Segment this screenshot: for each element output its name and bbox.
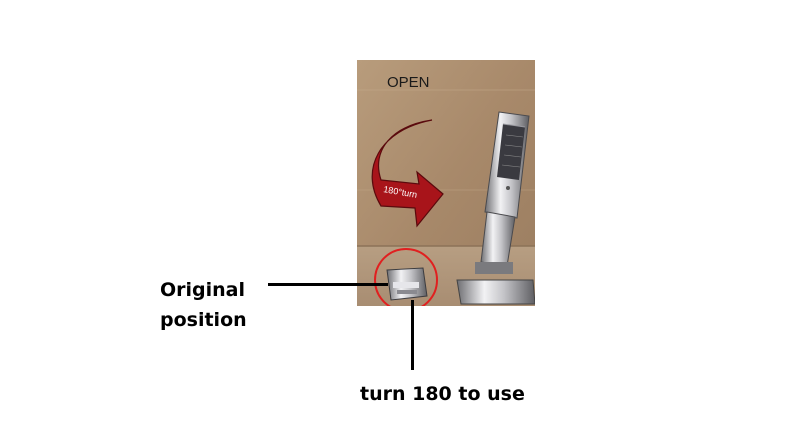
- open-label: OPEN: [387, 74, 430, 91]
- original-position-label: Original position: [160, 279, 247, 331]
- highlight-circle: [374, 248, 438, 306]
- pointer-line-vertical: [411, 300, 414, 370]
- turn-instruction-label: turn 180 to use: [360, 383, 525, 405]
- turn-arrow-icon: [371, 119, 444, 228]
- shower-handle: [456, 111, 535, 305]
- faucet-photo: OPEN 180°turn: [357, 60, 535, 306]
- pointer-line-horizontal: [268, 283, 388, 286]
- valve-knob: [386, 267, 428, 301]
